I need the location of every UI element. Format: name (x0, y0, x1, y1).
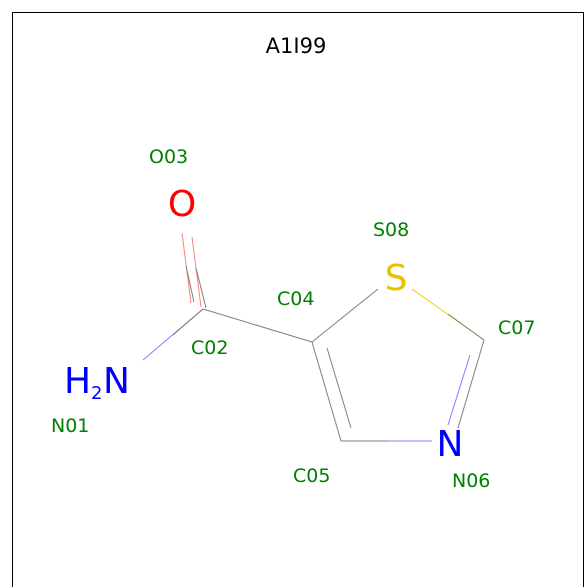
atom-symbol-n06: N (437, 424, 464, 465)
atom-symbol-n01-sub: 2 (91, 383, 102, 404)
atom-label-c02: C02 (191, 337, 228, 359)
atom-label-o03: O03 (149, 146, 188, 168)
bond-c04-s08 (311, 288, 379, 343)
bond-c02-o03-b2 (185, 265, 195, 303)
atom-labels: O03 S08 C04 C07 C02 N01 C05 N06 (51, 146, 535, 492)
atom-symbol-n01: H 2 N (64, 361, 130, 404)
bond-c02-c04 (202, 308, 313, 343)
atom-label-c07: C07 (498, 317, 535, 339)
atom-label-n06: N06 (452, 470, 490, 492)
atom-symbol-o03: O (168, 184, 196, 225)
molecule-title: A1I99 (266, 34, 327, 58)
bond-c07-n06-inner (447, 354, 471, 426)
bonds (142, 232, 485, 442)
bond-c05-c04 (311, 341, 342, 442)
atom-symbol-n01-h: H (64, 361, 91, 402)
bond-c05-c04-inner (326, 347, 352, 429)
bond-c02-o03-a2 (195, 267, 207, 309)
atom-symbol-n01-n: N (103, 361, 130, 402)
atom-label-c04: C04 (277, 288, 314, 310)
bond-s08-c07-grey (447, 313, 485, 341)
atom-label-s08: S08 (373, 219, 409, 241)
atom-symbol-s08: S (385, 258, 408, 299)
atom-label-c05: C05 (293, 465, 330, 487)
bond-c02-n01-grey (172, 308, 204, 336)
bond-c07-n06 (457, 339, 485, 429)
atom-label-n01: N01 (51, 415, 89, 437)
